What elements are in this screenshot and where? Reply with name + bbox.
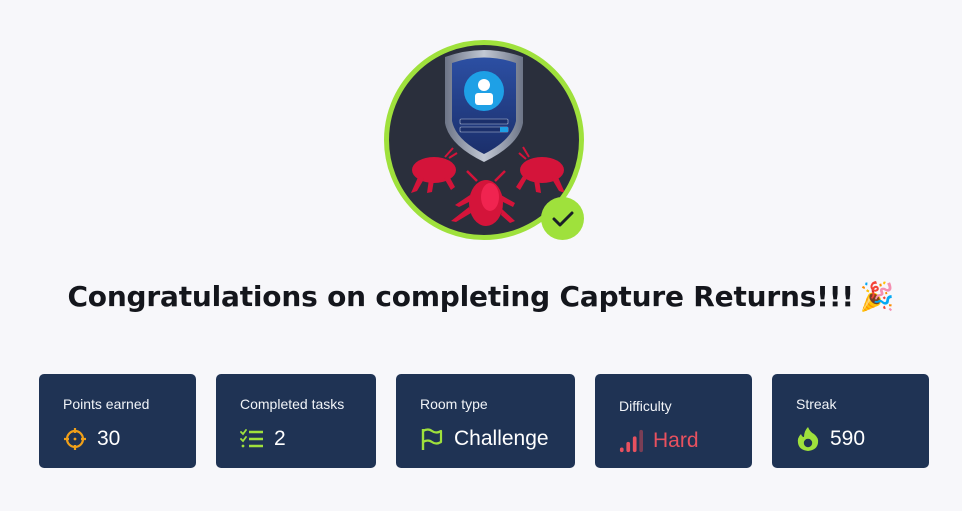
signal-bars-icon — [619, 429, 643, 453]
difficulty-label: Difficulty — [619, 398, 672, 414]
stat-card-room-type: Room type Challenge — [396, 374, 575, 468]
room-type-value: Challenge — [454, 427, 549, 450]
badge-illustration — [411, 50, 565, 226]
tasks-value: 2 — [274, 427, 286, 450]
stat-card-points: Points earned 30 — [39, 374, 196, 468]
completed-check-badge — [541, 197, 584, 240]
checklist-icon — [240, 427, 264, 451]
room-type-label: Room type — [420, 396, 488, 412]
title-text: Congratulations on completing Capture Re… — [67, 280, 854, 313]
flame-icon — [796, 427, 820, 451]
badge-image — [384, 40, 584, 240]
check-icon — [552, 211, 573, 226]
difficulty-value: Hard — [653, 429, 699, 452]
stat-card-difficulty: Difficulty Hard — [595, 374, 752, 468]
flag-icon — [420, 427, 444, 451]
points-value: 30 — [97, 427, 121, 450]
target-icon — [63, 427, 87, 451]
streak-label: Streak — [796, 396, 837, 412]
stat-card-tasks: Completed tasks 2 — [216, 374, 376, 468]
party-popper-icon: 🎉 — [859, 280, 895, 313]
points-label: Points earned — [63, 396, 150, 412]
tasks-label: Completed tasks — [240, 396, 345, 412]
streak-value: 590 — [830, 427, 866, 450]
stat-card-streak: Streak 590 — [772, 374, 929, 468]
room-badge — [384, 40, 584, 240]
congratulations-title: Congratulations on completing Capture Re… — [0, 280, 962, 313]
